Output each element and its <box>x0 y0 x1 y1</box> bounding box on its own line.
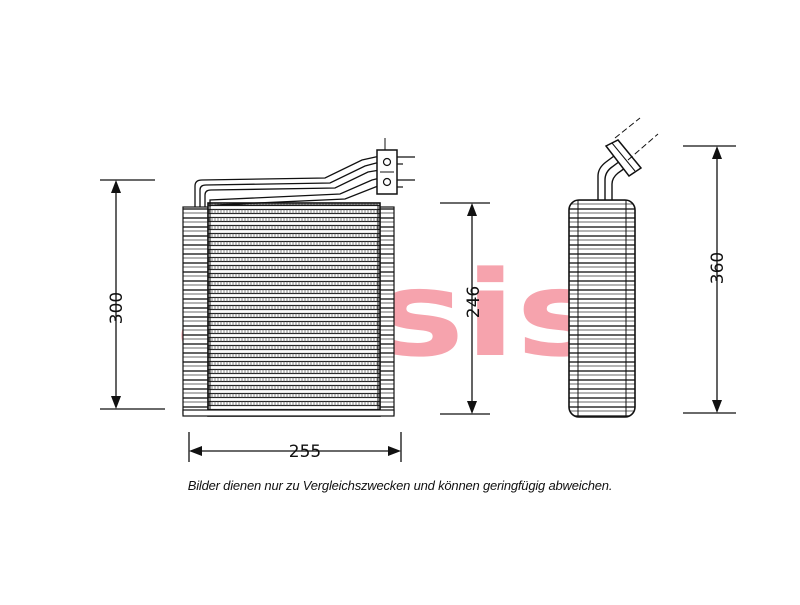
disclaimer-caption: Bilder dienen nur zu Vergleichszwecken u… <box>187 478 613 493</box>
dimension-lines <box>100 145 736 462</box>
pipe-1 <box>194 155 381 207</box>
side-core <box>568 199 636 418</box>
left-tank <box>182 206 209 415</box>
front-view <box>182 138 415 417</box>
dim-depth-height-label: 360 <box>708 252 728 284</box>
core-fins <box>207 202 381 417</box>
dim-width-label: 255 <box>289 442 321 462</box>
side-pipe-1 <box>597 155 615 200</box>
right-tank <box>379 206 395 415</box>
dim-core-height-label: 246 <box>464 286 484 318</box>
dim-overall-height-label: 300 <box>107 292 127 324</box>
side-view <box>568 117 659 418</box>
